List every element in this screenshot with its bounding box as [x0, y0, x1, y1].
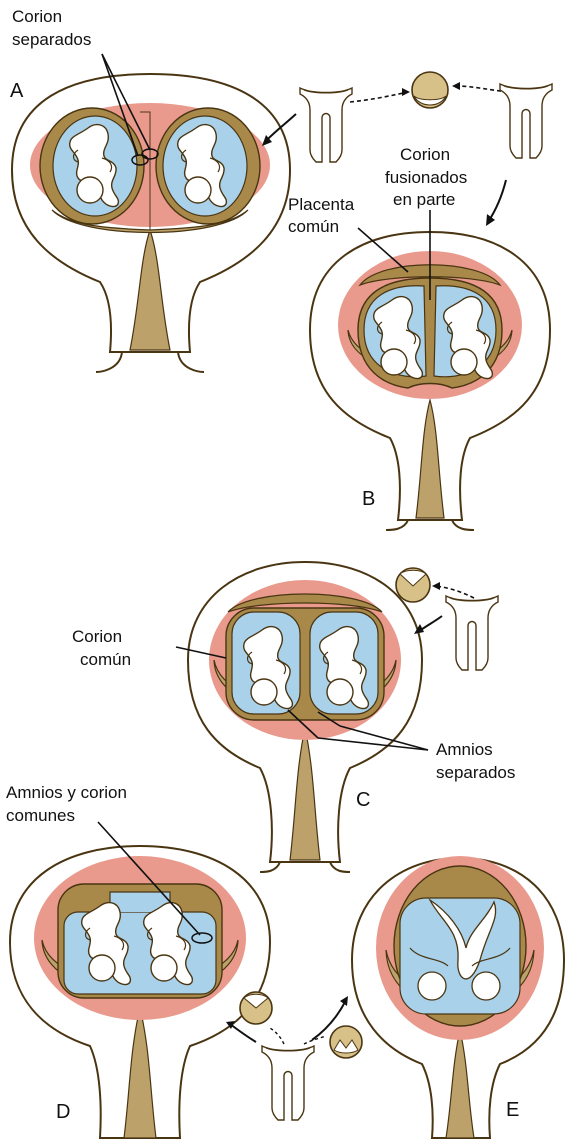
panel-letter-a: A	[10, 80, 24, 102]
svg-text:fusionados: fusionados	[385, 168, 467, 187]
panel-b: Corion fusionados en parte Placenta comú…	[288, 84, 552, 530]
panel-letter-c: C	[356, 789, 370, 811]
panel-e: E	[352, 856, 564, 1138]
zygote-icon-c	[396, 568, 430, 602]
svg-text:común: común	[288, 217, 339, 236]
panel-letter-b: B	[362, 488, 375, 510]
panel-c: Corion común Amnios separados C	[72, 562, 515, 872]
small-uterus-c	[446, 596, 498, 670]
label-amnios-separados: Amnios separados	[436, 740, 515, 782]
svg-text:separados: separados	[436, 763, 515, 782]
zygote-icon-d	[240, 992, 272, 1024]
svg-text:comunes: comunes	[6, 806, 75, 825]
zygote-icon-e	[330, 1026, 362, 1058]
svg-text:común: común	[80, 650, 131, 669]
label-corion-fusionados: Corion fusionados en parte	[385, 145, 467, 209]
svg-text:Corion: Corion	[12, 7, 62, 26]
label-placenta-comun: Placenta común	[288, 195, 355, 236]
panel-letter-e: E	[506, 1099, 519, 1121]
svg-text:Placenta: Placenta	[288, 195, 355, 214]
chorion-right-a	[156, 108, 260, 224]
svg-text:Corion: Corion	[400, 145, 450, 164]
svg-text:separados: separados	[12, 30, 91, 49]
small-uterus-a	[300, 88, 352, 162]
small-uterus-b	[500, 84, 552, 158]
label-corion-comun: Corion común	[72, 627, 131, 669]
panel-d: Amnios y corion comunes D	[6, 783, 270, 1138]
label-corion-separados: Corion separados	[12, 7, 91, 49]
panel-letter-d: D	[56, 1101, 70, 1123]
svg-text:en parte: en parte	[393, 190, 455, 209]
chorion-left-a	[40, 108, 144, 224]
cervix-a	[96, 352, 204, 372]
label-amnios-corion-comunes: Amnios y corion comunes	[6, 783, 127, 825]
zygote-icon-top	[412, 72, 508, 108]
svg-text:Amnios: Amnios	[436, 740, 493, 759]
svg-text:Corion: Corion	[72, 627, 122, 646]
svg-text:Amnios y corion: Amnios y corion	[6, 783, 127, 802]
